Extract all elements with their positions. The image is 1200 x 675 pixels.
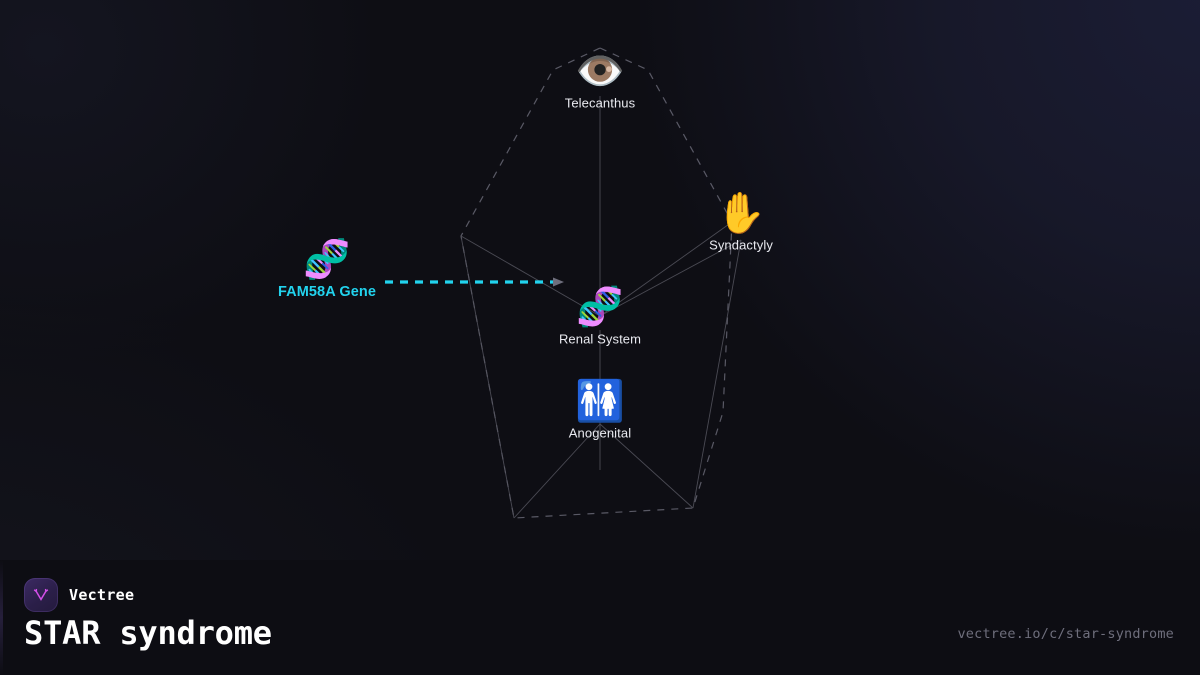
page-title: STAR syndrome [24,614,272,652]
brand[interactable]: Vectree [24,578,134,612]
eye-icon: 👁️ [575,49,625,94]
graph-node-label: Renal System [558,331,642,347]
graph-node-label: Anogenital [568,425,632,441]
vectree-logo-icon [24,578,58,612]
graph-node-anogenital[interactable]: 🚻 Anogenital [505,380,695,441]
graph-node-syndactyly[interactable]: ✋ Syndactyly [646,192,836,253]
dna-icon: 🧬 [576,286,624,329]
graph-node-fam58a-gene[interactable]: 🧬 FAM58A Gene [232,238,422,300]
graph-node-label: Telecanthus [564,95,636,111]
footer-url: vectree.io/c/star-syndrome [957,626,1174,642]
dna-icon: 🧬 [303,239,351,281]
graph-node-telecanthus[interactable]: 👁️ Telecanthus [505,50,695,111]
footer-bar: Vectree STAR syndrome vectree.io/c/star-… [0,560,1200,675]
raised-hand-icon: ✋ [716,191,766,236]
graph-node-label: FAM58A Gene [277,284,377,300]
restroom-icon: 🚻 [575,379,625,424]
brand-name: Vectree [69,586,135,604]
graph-node-label: Syndactyly [709,237,773,253]
graph-node-renal-system[interactable]: 🧬 Renal System [505,286,695,347]
connector-lines [460,96,742,519]
concept-hull [460,47,733,519]
